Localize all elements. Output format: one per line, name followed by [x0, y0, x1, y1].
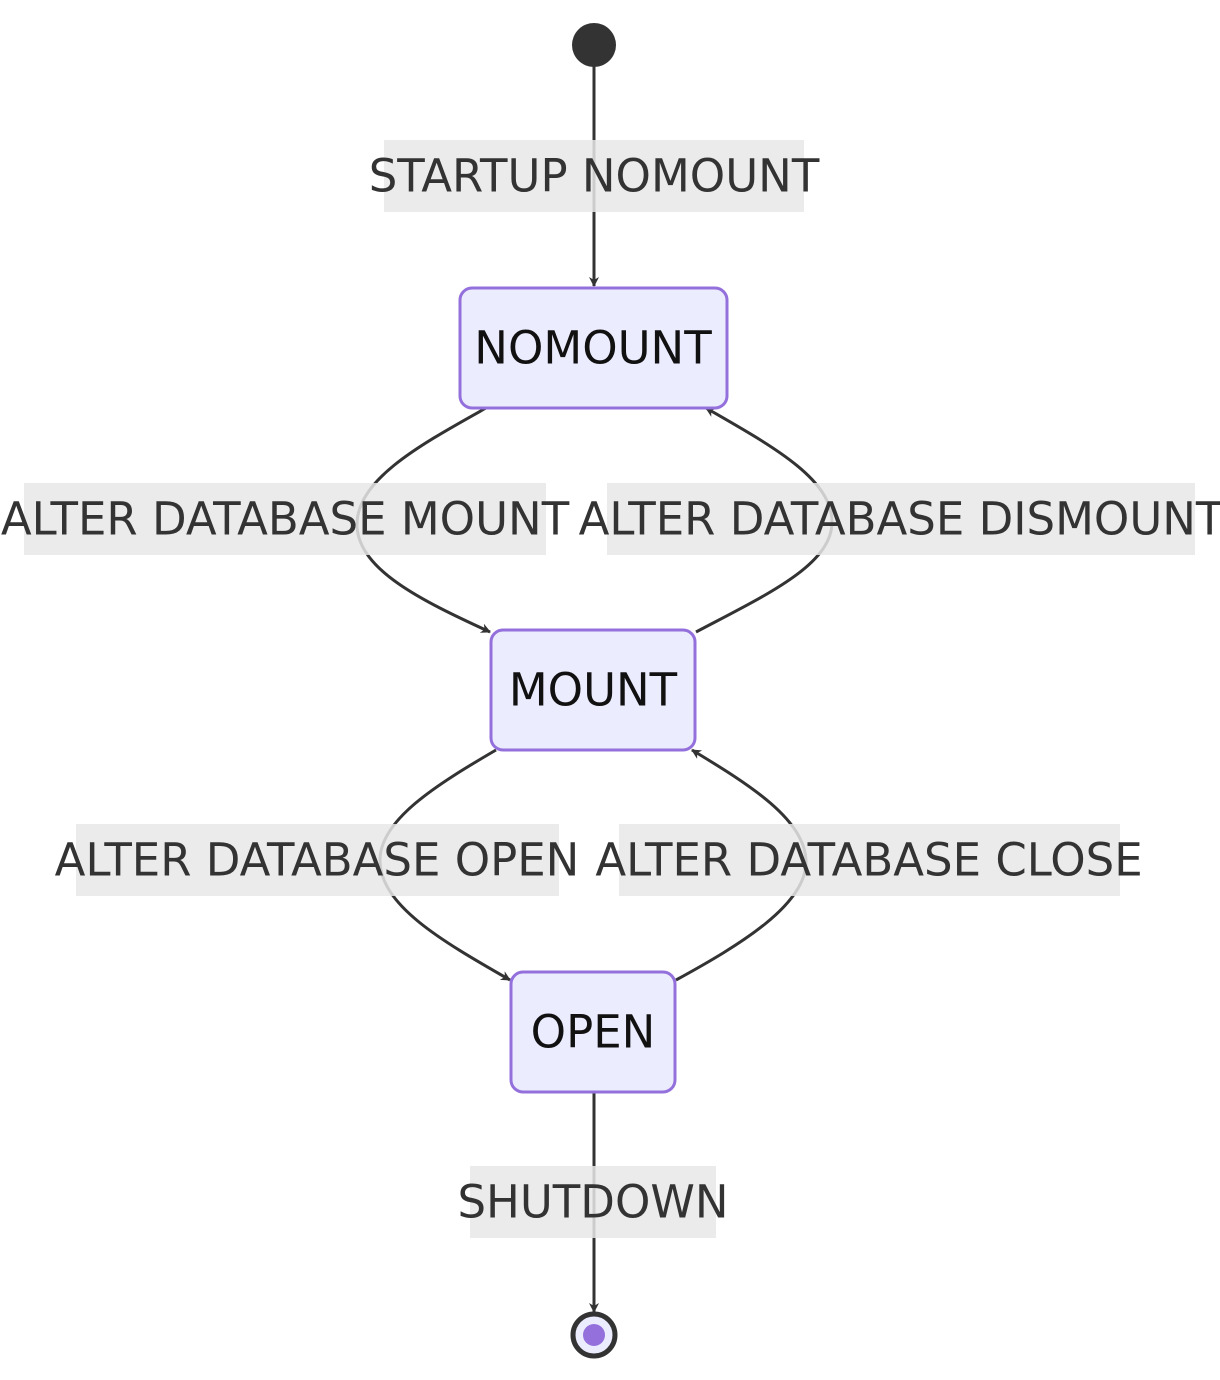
start-state-dot [572, 23, 616, 67]
label-alter-database-dismount-text: ALTER DATABASE DISMOUNT [579, 493, 1220, 546]
edge-labels: STARTUP NOMOUNT ALTER DATABASE MOUNT ALT… [1, 140, 1220, 1238]
state-open[interactable]: OPEN [509, 970, 677, 1094]
label-alter-database-open-text: ALTER DATABASE OPEN [55, 834, 580, 887]
state-nomount[interactable]: NOMOUNT [458, 286, 729, 410]
label-alter-database-close: ALTER DATABASE CLOSE [595, 824, 1143, 896]
label-alter-database-dismount: ALTER DATABASE DISMOUNT [579, 483, 1220, 555]
label-shutdown: SHUTDOWN [457, 1166, 729, 1238]
state-mount-label: MOUNT [509, 664, 678, 717]
label-alter-database-open: ALTER DATABASE OPEN [55, 824, 580, 896]
label-startup-nomount-text: STARTUP NOMOUNT [369, 150, 820, 203]
state-mount[interactable]: MOUNT [489, 628, 697, 752]
state-open-label: OPEN [531, 1006, 656, 1059]
label-alter-database-close-text: ALTER DATABASE CLOSE [595, 834, 1142, 887]
label-alter-database-mount-text: ALTER DATABASE MOUNT [1, 493, 570, 546]
state-nomount-label: NOMOUNT [474, 322, 712, 375]
end-state [570, 1311, 618, 1359]
label-alter-database-mount: ALTER DATABASE MOUNT [1, 483, 570, 555]
label-shutdown-text: SHUTDOWN [457, 1176, 728, 1229]
label-startup-nomount: STARTUP NOMOUNT [369, 140, 820, 212]
